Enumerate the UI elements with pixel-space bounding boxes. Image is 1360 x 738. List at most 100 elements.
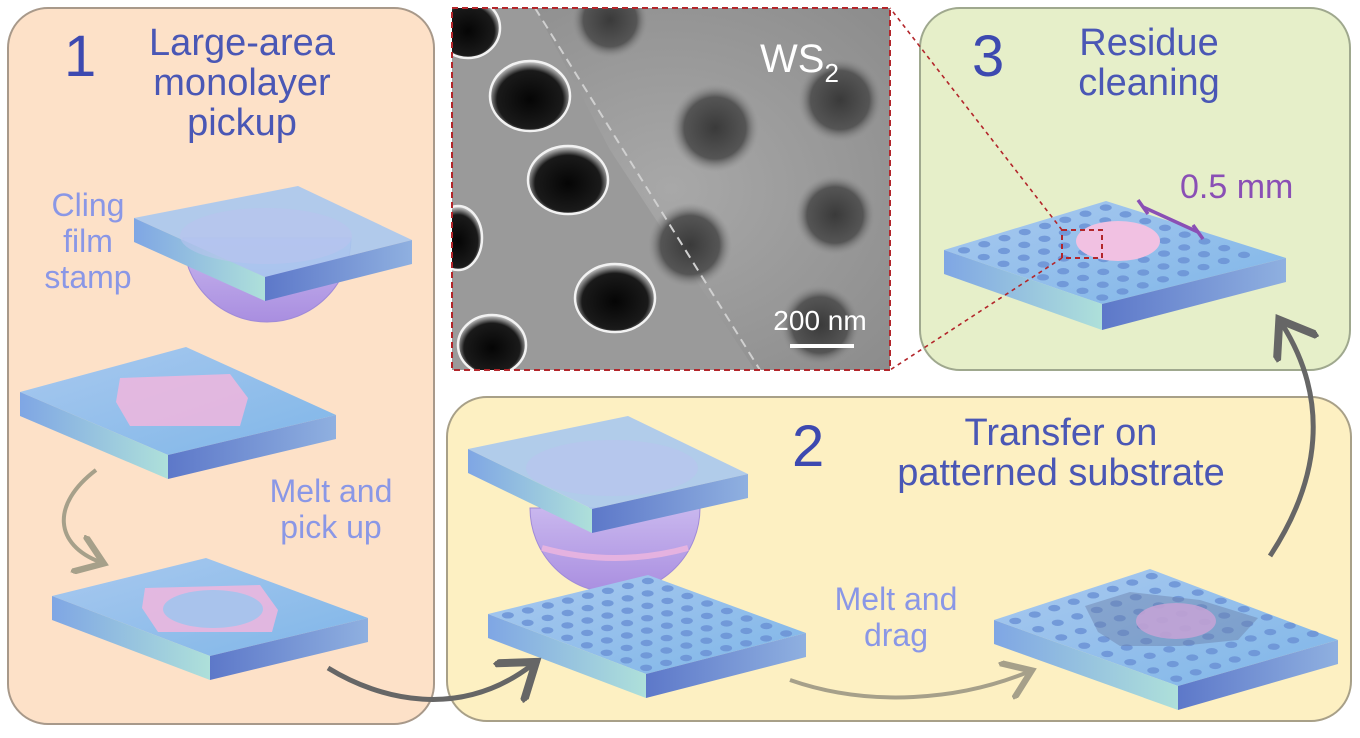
substrate-hole <box>1225 641 1238 649</box>
substrate-hole <box>1163 646 1176 653</box>
substrate-hole <box>1077 261 1090 269</box>
substrate-hole <box>1110 600 1123 607</box>
substrate-hole <box>1186 654 1199 661</box>
substrate-hole <box>1077 274 1089 282</box>
substrate-hole <box>1177 257 1190 264</box>
substrate-hole <box>661 597 674 605</box>
substrate-hole <box>1157 276 1169 283</box>
substrate-hole <box>700 637 713 644</box>
substrate-hole <box>1218 612 1231 619</box>
pickup-arrow <box>61 468 100 562</box>
substrate-hole <box>640 652 653 659</box>
patterned-substrate <box>488 575 806 698</box>
substrate-hole <box>641 602 654 609</box>
substrate-hole <box>1106 585 1119 593</box>
substrate-hole <box>1158 250 1170 257</box>
substrate-hole <box>621 619 634 627</box>
transfer-arrow <box>326 665 532 699</box>
substrate-hole <box>521 607 534 614</box>
substrate-hole <box>701 600 714 607</box>
patterned-substrate-with-layer <box>994 569 1338 710</box>
substrate-hole <box>640 627 653 634</box>
substrate-hole <box>1149 587 1162 594</box>
substrate-hole <box>561 609 574 617</box>
substrate-hole <box>1221 626 1234 634</box>
panel-2-title-line: Transfer on <box>964 412 1158 454</box>
substrate-hole <box>740 615 753 622</box>
substrate-hole <box>581 592 594 599</box>
substrate-hole <box>740 627 753 635</box>
substrate-hole <box>1306 630 1319 638</box>
substrate-hole <box>601 624 614 632</box>
substrate-hole <box>1028 611 1041 618</box>
substrate-hole <box>620 657 633 664</box>
panel-1-title-line: pickup <box>187 101 297 144</box>
melt-pick-up-label: Melt and pick up <box>236 473 426 546</box>
substrate-hole <box>1018 241 1031 249</box>
substrate-hole <box>621 595 634 602</box>
substrate-hole <box>600 649 613 656</box>
substrate-hole <box>601 612 614 619</box>
substrate-hole <box>521 619 534 626</box>
substrate-hole <box>1119 211 1132 218</box>
scale-label: 0.5 mm <box>1180 168 1294 206</box>
zoom-line-bottom <box>889 257 1063 371</box>
substrate-hole <box>601 587 614 594</box>
substrate-hole <box>1078 642 1091 649</box>
substrate-hole <box>600 637 613 644</box>
substrate-hole <box>620 632 633 639</box>
substrate-hole <box>1094 621 1107 628</box>
substrate-hole <box>1058 229 1071 236</box>
substrate-hole <box>1071 613 1084 620</box>
substrate-hole <box>641 590 654 597</box>
substrate-hole <box>1159 224 1171 232</box>
substrate-after-pickup <box>52 558 368 680</box>
panel-1-title: Large-area monolayer pickup <box>112 23 372 144</box>
substrate-hole <box>1017 254 1030 261</box>
substrate-hole <box>1117 629 1130 637</box>
substrate-hole <box>1076 287 1089 295</box>
substrate-hole <box>1145 572 1158 580</box>
melt-drag-line: Melt and <box>834 581 958 617</box>
substrate-hole <box>1177 269 1190 277</box>
substrate-hole <box>700 612 713 620</box>
substrate-hole <box>1051 619 1064 626</box>
cling-film-stamp-label: Cling film stamp <box>8 187 168 295</box>
substrate-hole <box>1129 593 1142 601</box>
substrate-hole <box>1079 210 1092 217</box>
substrate-hole <box>1198 238 1211 245</box>
zoom-line-top <box>889 7 1063 231</box>
substrate-hole <box>661 610 674 617</box>
melt-pick-up-line: pick up <box>280 508 382 545</box>
substrate-hole <box>1182 639 1195 647</box>
sem-material-main: WS <box>760 37 824 81</box>
step-number-1: 1 <box>64 24 97 89</box>
substrate-hole <box>998 247 1010 255</box>
substrate-hole <box>1172 595 1185 603</box>
substrate-hole <box>1099 204 1112 211</box>
substrate-hole <box>1137 269 1150 276</box>
step-number-2: 2 <box>792 414 825 479</box>
substrate-hole <box>681 592 694 600</box>
substrate-with-monolayer <box>20 347 336 479</box>
substrate-hole <box>780 630 793 637</box>
substrate-hole <box>660 647 673 654</box>
substrate-hole <box>958 247 970 254</box>
panel-2-title-line: patterned substrate <box>897 451 1225 494</box>
substrate-hole <box>760 622 773 630</box>
substrate-hole <box>1055 634 1068 641</box>
substrate-hole <box>1117 262 1130 269</box>
substrate-hole <box>580 642 593 649</box>
substrate-hole <box>1048 604 1061 612</box>
sem-material-label: WS2 <box>760 37 839 88</box>
substrate-hole <box>640 664 653 671</box>
substrate-hole <box>1058 242 1071 249</box>
sem-material-sub: 2 <box>824 58 838 88</box>
clean-arrow <box>1267 324 1313 558</box>
substrate-hole <box>1057 268 1070 275</box>
panel-1-title-line: monolayer <box>153 61 331 104</box>
substrate-hole <box>501 612 514 619</box>
panel-3-title-line: cleaning <box>1078 61 1220 104</box>
substrate-hole <box>581 604 594 612</box>
